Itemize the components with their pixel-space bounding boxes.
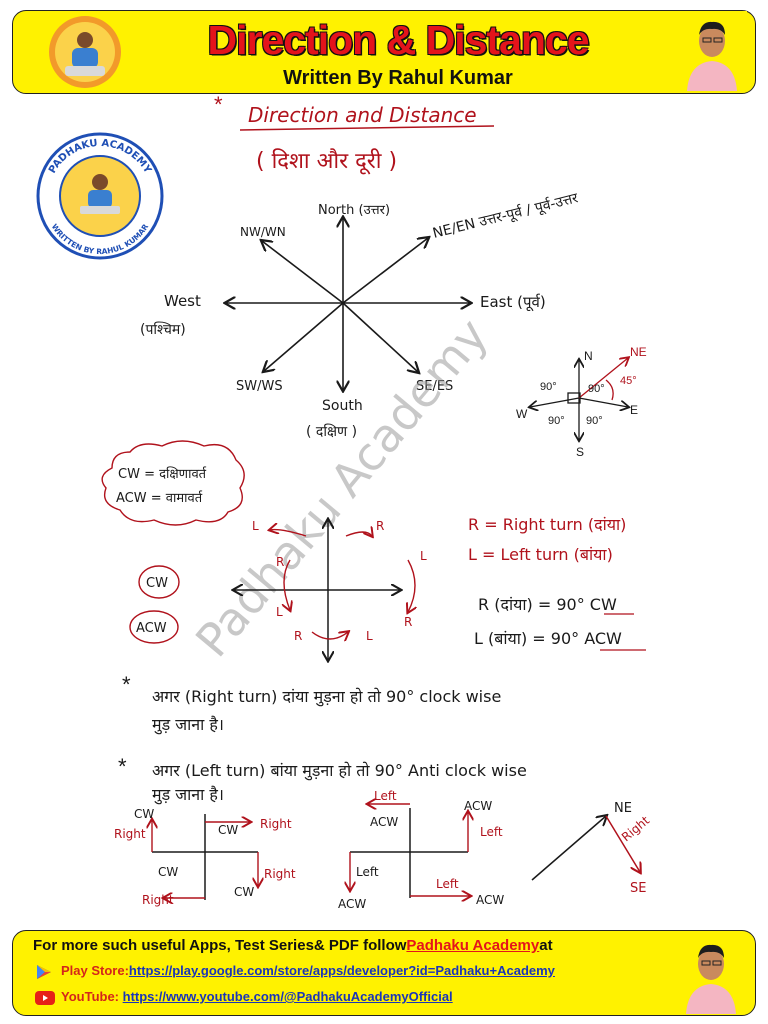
b2-left-1: Left <box>374 789 397 803</box>
small-angle-tl: 90° <box>540 381 557 393</box>
cw-circle <box>138 565 180 599</box>
bottom-diagram-cw: CW Right CW Right CW Right CW Right <box>114 807 296 907</box>
footer-author-photo <box>676 934 746 1014</box>
cw-circle-label: CW <box>146 576 168 591</box>
small-ne: NE <box>630 345 647 359</box>
r-equation: R (दांया) = 90° CW <box>478 595 617 614</box>
small-compass <box>530 358 628 440</box>
turn-l-3: L <box>420 549 427 563</box>
page-title: Direction & Distance <box>207 17 590 63</box>
turn-r-1: R <box>376 519 384 533</box>
heading-underline <box>239 125 495 131</box>
academy-badge: PADHAKU ACADEMY WRITTEN BY RAHUL KUMAR <box>36 132 164 260</box>
bottom-diagram-acw: Left ACW ACW Left Left Left ACW ACW <box>338 789 504 911</box>
label-south: South <box>322 398 363 414</box>
page-subtitle: Written By Rahul Kumar <box>283 67 513 89</box>
b2-acw-3: ACW <box>338 897 366 911</box>
notes-heading: Direction and Distance <box>248 103 477 127</box>
left-turn-def: L = Left turn (बांया) <box>468 545 613 564</box>
small-n: N <box>584 349 593 363</box>
youtube-icon <box>35 990 55 1005</box>
asterisk: * <box>214 94 223 117</box>
bullet-1: * <box>122 672 131 697</box>
small-angle-45: 45° <box>620 375 637 387</box>
label-sw: SW/WS <box>236 379 283 394</box>
label-ne: NE/EN उत्तर-पूर्व / पूर्व-उत्तर <box>431 189 580 242</box>
label-west: West <box>164 292 201 310</box>
footer-promo: For more such useful Apps, Test Series& … <box>33 937 553 954</box>
small-angle-bl: 90° <box>548 415 565 427</box>
turn-arcs <box>270 530 415 639</box>
play-store-label: Play Store: <box>61 963 129 978</box>
turn-l-2: L <box>276 605 283 619</box>
sentence-1-line-2: मुड़ जाना है। <box>152 715 224 735</box>
footer-banner: For more such useful Apps, Test Series& … <box>12 930 756 1016</box>
youtube-link[interactable]: https://www.youtube.com/@PadhakuAcademyO… <box>122 989 453 1004</box>
b3-right: Right <box>619 813 652 844</box>
b1-cw-3: CW <box>158 865 178 879</box>
b1-right-1: Right <box>114 827 146 841</box>
bullet-2: * <box>118 754 127 779</box>
label-nw: NW/WN <box>240 225 286 239</box>
label-east: East (पूर्व) <box>480 293 546 312</box>
play-store-icon <box>37 964 51 979</box>
acw-circle <box>129 610 179 644</box>
watermark: Padhaku Academy <box>185 308 498 667</box>
turn-r-3: R <box>404 615 412 629</box>
b1-right-4: Right <box>142 893 174 907</box>
small-w: W <box>516 407 528 421</box>
turn-diagram <box>234 520 400 660</box>
author-photo <box>677 11 747 91</box>
small-angle-br: 90° <box>586 415 603 427</box>
l-equation: L (बांया) = 90° ACW <box>474 629 622 648</box>
b1-cw-2: CW <box>218 823 238 837</box>
b1-right-3: Right <box>264 867 296 881</box>
main-compass <box>226 218 470 390</box>
play-store-link[interactable]: https://play.google.com/store/apps/devel… <box>128 963 555 978</box>
academy-logo <box>49 16 121 88</box>
b2-left-4: Left <box>436 877 459 891</box>
label-north: North (उत्तर) <box>318 203 390 218</box>
sentence-1-line-1: अगर (Right turn) दांया मुड़ना हो तो 90° … <box>152 687 501 707</box>
small-angle-tr: 90° <box>588 383 605 395</box>
youtube-label: YouTube: <box>61 989 120 1004</box>
youtube-row: YouTube: https://www.youtube.com/@Padhak… <box>35 989 453 1005</box>
sentence-2-line-1: अगर (Left turn) बांया मुड़ना हो तो 90° A… <box>152 761 527 781</box>
b2-left-2: Left <box>480 825 503 839</box>
sentence-2-line-2: मुड़ जाना है। <box>152 785 224 805</box>
notes-canvas: PADHAKU ACADEMY WRITTEN BY RAHUL KUMAR *… <box>36 94 652 911</box>
b2-acw-2: ACW <box>464 799 492 813</box>
b1-cw-1: CW <box>134 807 154 821</box>
right-turn-def: R = Right turn (दांया) <box>468 515 626 534</box>
play-store-row: Play Store:https://play.google.com/store… <box>35 963 555 980</box>
small-s: S <box>576 445 584 459</box>
turn-r-2: R <box>276 555 284 569</box>
turn-l-1: L <box>252 519 259 533</box>
cloud-line-cw: CW = दक्षिणावर्त <box>118 466 207 482</box>
footer-promo-prefix: For more such useful Apps, Test Series& … <box>33 937 407 954</box>
b3-ne: NE <box>614 801 632 816</box>
b3-se: SE <box>630 881 646 896</box>
b2-acw-4: ACW <box>476 893 504 907</box>
label-west-hindi: (पश्चिम) <box>140 321 186 338</box>
bottom-diagram-ne-se: NE SE Right <box>531 801 652 896</box>
cloud-line-acw: ACW = वामावर्त <box>116 490 203 506</box>
definition-cloud <box>101 440 245 526</box>
footer-brand-link[interactable]: Padhaku Academy <box>406 937 540 954</box>
b1-cw-4: CW <box>234 885 254 899</box>
notes-heading-hindi: ( दिशा और दूरी ) <box>256 148 397 175</box>
acw-circle-label: ACW <box>136 621 167 636</box>
b2-acw-1: ACW <box>370 815 398 829</box>
small-e: E <box>630 403 638 417</box>
turn-r-4: R <box>294 629 302 643</box>
footer-promo-suffix: at <box>539 937 553 954</box>
b2-left-3: Left <box>356 865 379 879</box>
label-se: SE/ES <box>416 379 453 394</box>
label-south-hindi: ( दक्षिण ) <box>306 423 357 440</box>
b1-right-2: Right <box>260 817 292 831</box>
header-banner: Direction & Distance Written By Rahul Ku… <box>12 10 756 94</box>
turn-l-4: L <box>366 629 373 643</box>
